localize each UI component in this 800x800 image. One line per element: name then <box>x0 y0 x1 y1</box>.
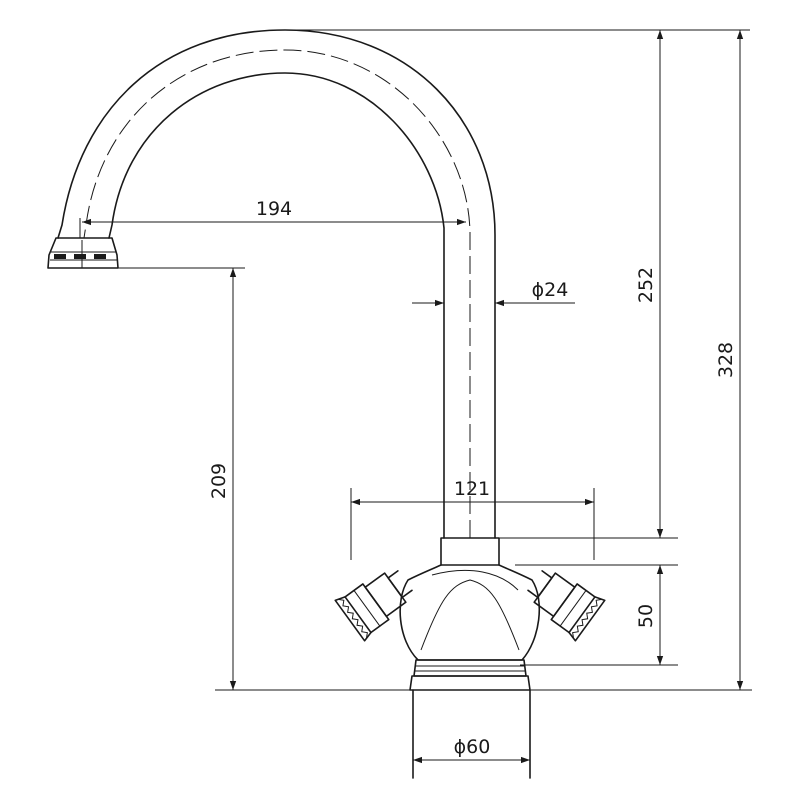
valve-body-inner-curve <box>431 569 519 591</box>
dimension-label-handle-span: 121 <box>454 478 490 500</box>
left-handle <box>334 570 413 642</box>
base-ring <box>413 659 527 677</box>
dimension-clearance-height: 209 <box>208 268 237 690</box>
spout-outer-edge <box>57 29 496 539</box>
dimension-label-spout-diameter: ϕ24 <box>532 279 569 301</box>
dimension-label-total-height: 328 <box>715 342 737 378</box>
dimension-handle-span: 121 <box>351 478 594 506</box>
dimension-base-diameter: ϕ60 <box>413 736 530 764</box>
spout-inner-edge <box>108 72 445 539</box>
dimension-label-handle-height: 50 <box>635 604 657 628</box>
valve-body <box>399 564 541 661</box>
spout-collar <box>440 537 500 566</box>
dimension-outlet-height: 252 <box>635 30 664 538</box>
dimension-label-spout-reach: 194 <box>256 198 292 220</box>
right-handle <box>527 570 606 642</box>
dimension-total-height: 328 <box>715 30 744 690</box>
dimension-handle-height: 50 <box>635 565 664 665</box>
faucet-outline <box>47 29 541 779</box>
dimension-label-base-diameter: ϕ60 <box>454 736 491 758</box>
aerator-nozzle <box>47 237 119 269</box>
dimension-spout-diameter: ϕ24 <box>412 279 575 307</box>
dimension-spout-reach: 194 <box>82 198 466 226</box>
base-mount <box>409 675 531 691</box>
spout-centerline <box>83 49 471 538</box>
dimension-label-clearance-height: 209 <box>208 463 230 499</box>
dimension-label-outlet-height: 252 <box>635 267 657 303</box>
